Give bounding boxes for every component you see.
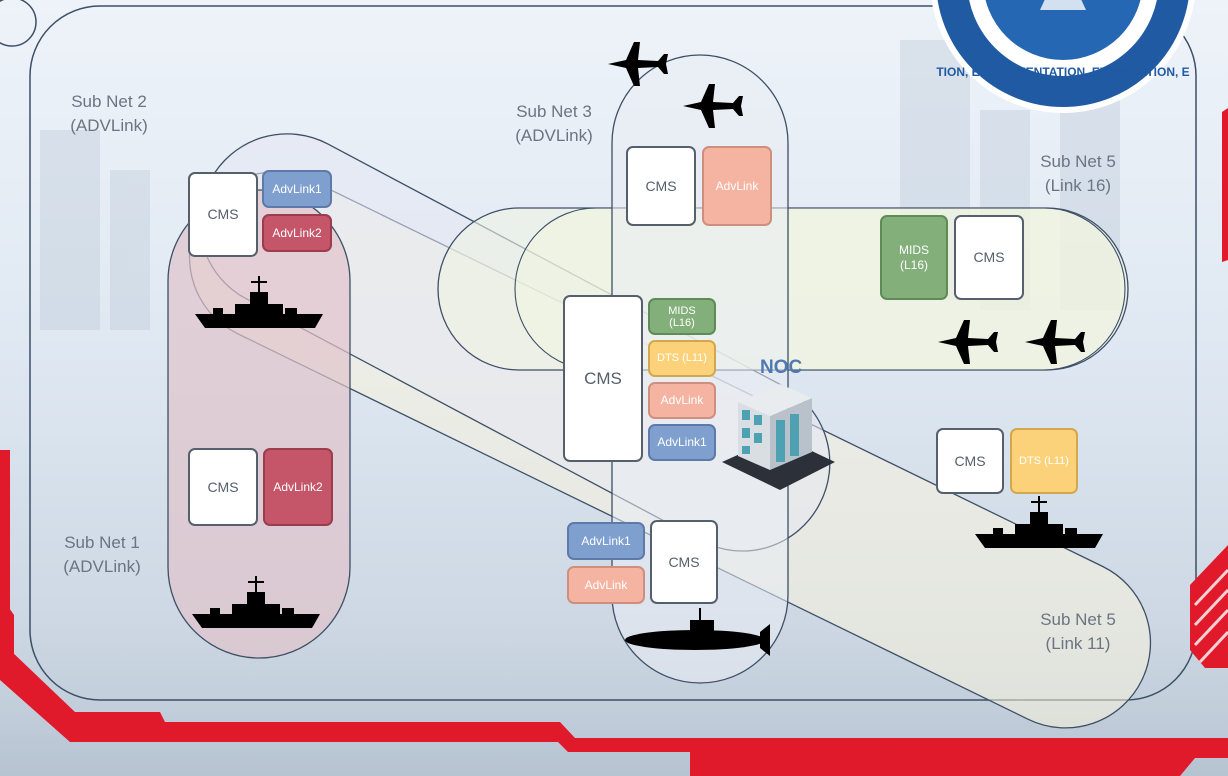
noc-advlink1-box[interactable]: AdvLink1 (648, 424, 716, 461)
ship3-dts-box[interactable]: DTS (L11) (1010, 428, 1078, 494)
subnet1-region (167, 189, 351, 659)
ship1-advlink1-box[interactable]: AdvLink1 (262, 170, 332, 208)
subnet1-name: Sub Net 1 (64, 533, 140, 552)
subnet5-link11-label: Sub Net 5 (Link 11) (1028, 608, 1128, 656)
noc-mids-box[interactable]: MIDS (L16) (648, 298, 716, 335)
red-accent-right (1190, 545, 1228, 668)
svg-text:TION, EXPERIMENTATION, EXAMINA: TION, EXPERIMENTATION, EXAMINATION, E (936, 65, 1189, 79)
subnet5-link16-label: Sub Net 5 (Link 16) (1028, 150, 1128, 198)
subnet2-name: Sub Net 2 (71, 92, 147, 111)
subnet1-type: (ADVLink) (63, 557, 141, 576)
sub-advlink1-box[interactable]: AdvLink1 (567, 522, 645, 560)
aircraft3-cms-box[interactable]: CMS (626, 146, 696, 226)
noc-cms-box[interactable]: CMS (563, 295, 643, 462)
red-accent-top-right (1222, 108, 1228, 262)
noc-dts-box[interactable]: DTS (L11) (648, 340, 716, 377)
red-accent-right-stripes (1193, 568, 1228, 664)
aircraft3-advlink-box[interactable]: AdvLink (702, 146, 772, 226)
subnet2-label: Sub Net 2 (ADVLink) (60, 90, 158, 138)
aircraft5-mids-box[interactable]: MIDS (L16) (880, 215, 948, 300)
aircraft5-cms-box[interactable]: CMS (954, 215, 1024, 300)
emblem-icon: TION, EXPERIMENTATION, EXAMINATION, E (931, 0, 1195, 113)
sub-cms-box[interactable]: CMS (650, 520, 718, 604)
ship1-advlink2-box[interactable]: AdvLink2 (262, 214, 332, 252)
outer-network-boundary (29, 5, 1197, 701)
subnet3-name: Sub Net 3 (516, 102, 592, 121)
subnet1-label: Sub Net 1 (ADVLink) (53, 531, 151, 579)
corner-marker (0, 0, 37, 47)
ship2-cms-box[interactable]: CMS (188, 448, 258, 526)
ship1-cms-box[interactable]: CMS (188, 172, 258, 257)
subnet5-link11-type: (Link 11) (1045, 634, 1111, 653)
subnet3-label: Sub Net 3 (ADVLink) (505, 100, 603, 148)
ship3-cms-box[interactable]: CMS (936, 428, 1004, 494)
noc-label: NOC (760, 357, 803, 378)
noc-advlink-box[interactable]: AdvLink (648, 382, 716, 419)
red-accent-left-stripe (0, 595, 14, 665)
subnet5-link16-name: Sub Net 5 (1040, 152, 1116, 171)
subnet5-link11-name: Sub Net 5 (1040, 610, 1116, 629)
subnet5-link16-type: (Link 16) (1044, 176, 1112, 195)
subnet3-type: (ADVLink) (515, 126, 593, 145)
sub-advlink-box[interactable]: AdvLink (567, 566, 645, 604)
subnet2-type: (ADVLink) (70, 116, 148, 135)
ship2-advlink2-box[interactable]: AdvLink2 (263, 448, 333, 526)
red-accent-bar (0, 450, 1228, 776)
